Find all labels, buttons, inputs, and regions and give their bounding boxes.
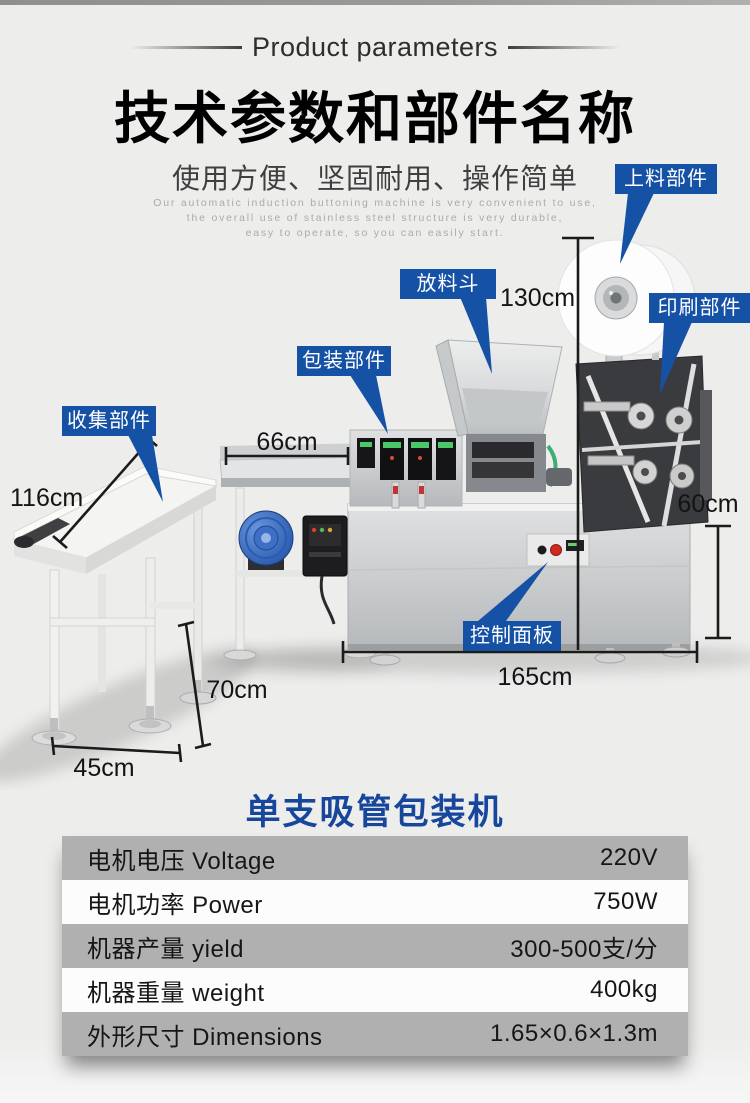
callout-packing-part: 包装部件: [297, 346, 391, 376]
callout-control-panel: 控制面板: [463, 621, 561, 651]
product-name: 单支吸管包装机: [245, 793, 505, 832]
pointer-feeding-part: [620, 193, 654, 264]
spec-label: 机器产量 yield: [87, 935, 245, 963]
pointer-control-panel: [478, 562, 548, 621]
pointer-printing-part: [660, 322, 692, 394]
page-title: 技术参数和部件名称: [114, 87, 636, 150]
inverter-box: [302, 515, 348, 625]
machine-diagram: 上料部件 印刷部件 放料斗 包装部件 收集部件 控制面板 130cm 66cm …: [0, 150, 750, 790]
dimension-machine-length: 165cm: [497, 663, 573, 691]
pointer-collecting-part: [128, 435, 163, 502]
spec-row-weight: 机器重量 weight 400kg: [62, 968, 688, 1012]
spec-row-yield: 机器产量 yield 300-500支/分: [62, 924, 688, 968]
pointer-hopper: [460, 297, 492, 374]
dimension-lines: [50, 236, 731, 763]
dimension-collector-height: 70cm: [206, 676, 268, 704]
description-line-1: Our automatic induction buttoning machin…: [153, 197, 597, 209]
spec-value: 300-500支/分: [510, 935, 658, 963]
callout-hopper: 放料斗: [400, 269, 496, 299]
spec-table: 电机电压 Voltage 220V 电机功率 Power 750W 机器产量 y…: [62, 836, 688, 1056]
spec-value: 1.65×0.6×1.3m: [490, 1020, 658, 1047]
dimension-body-height: 60cm: [677, 490, 739, 518]
dimension-conveyor-length: 66cm: [256, 428, 318, 456]
spec-label: 电机电压 Voltage: [87, 847, 276, 875]
spec-label: 外形尺寸 Dimensions: [87, 1023, 323, 1051]
page-subtitle: 使用方便、坚固耐用、操作简单: [171, 163, 578, 194]
temperature-controllers: [349, 429, 463, 509]
pointer-packing-part: [350, 375, 388, 434]
callout-feeding-part: 上料部件: [615, 164, 717, 194]
dimension-machine-height: 130cm: [500, 284, 576, 312]
motor: [238, 510, 294, 570]
section-eyebrow: Product parameters: [0, 32, 750, 62]
page-description: Our automatic induction buttoning machin…: [0, 196, 750, 241]
eyebrow-line-right: [508, 45, 621, 49]
control-panel-plate: [526, 533, 590, 567]
dimension-collector-length: 116cm: [10, 484, 84, 512]
eyebrow-text: Product parameters: [251, 31, 499, 62]
spec-value: 220V: [599, 844, 658, 871]
spec-row-power: 电机功率 Power 750W: [62, 880, 688, 924]
top-divider-bar: [0, 0, 750, 5]
callout-pointers: [128, 193, 692, 621]
spec-row-dimensions: 外形尺寸 Dimensions 1.65×0.6×1.3m: [62, 1012, 688, 1056]
machine-illustration: [0, 193, 750, 782]
description-line-3: easy to operate, so you can easily start…: [245, 227, 505, 239]
eyebrow-line-left: [129, 45, 242, 49]
dimension-collector-width: 45cm: [73, 754, 135, 782]
spec-row-voltage: 电机电压 Voltage 220V: [62, 836, 688, 880]
description-line-2: the overall use of stainless steel struc…: [186, 212, 564, 224]
spec-label: 机器重量 weight: [87, 979, 265, 1007]
spec-label: 电机功率 Power: [87, 891, 263, 919]
spec-value: 400kg: [590, 976, 658, 1003]
spec-value: 750W: [593, 888, 658, 915]
callout-collecting-part: 收集部件: [62, 406, 156, 436]
hopper-funnel: [435, 339, 572, 492]
callout-printing-part: 印刷部件: [649, 293, 750, 323]
